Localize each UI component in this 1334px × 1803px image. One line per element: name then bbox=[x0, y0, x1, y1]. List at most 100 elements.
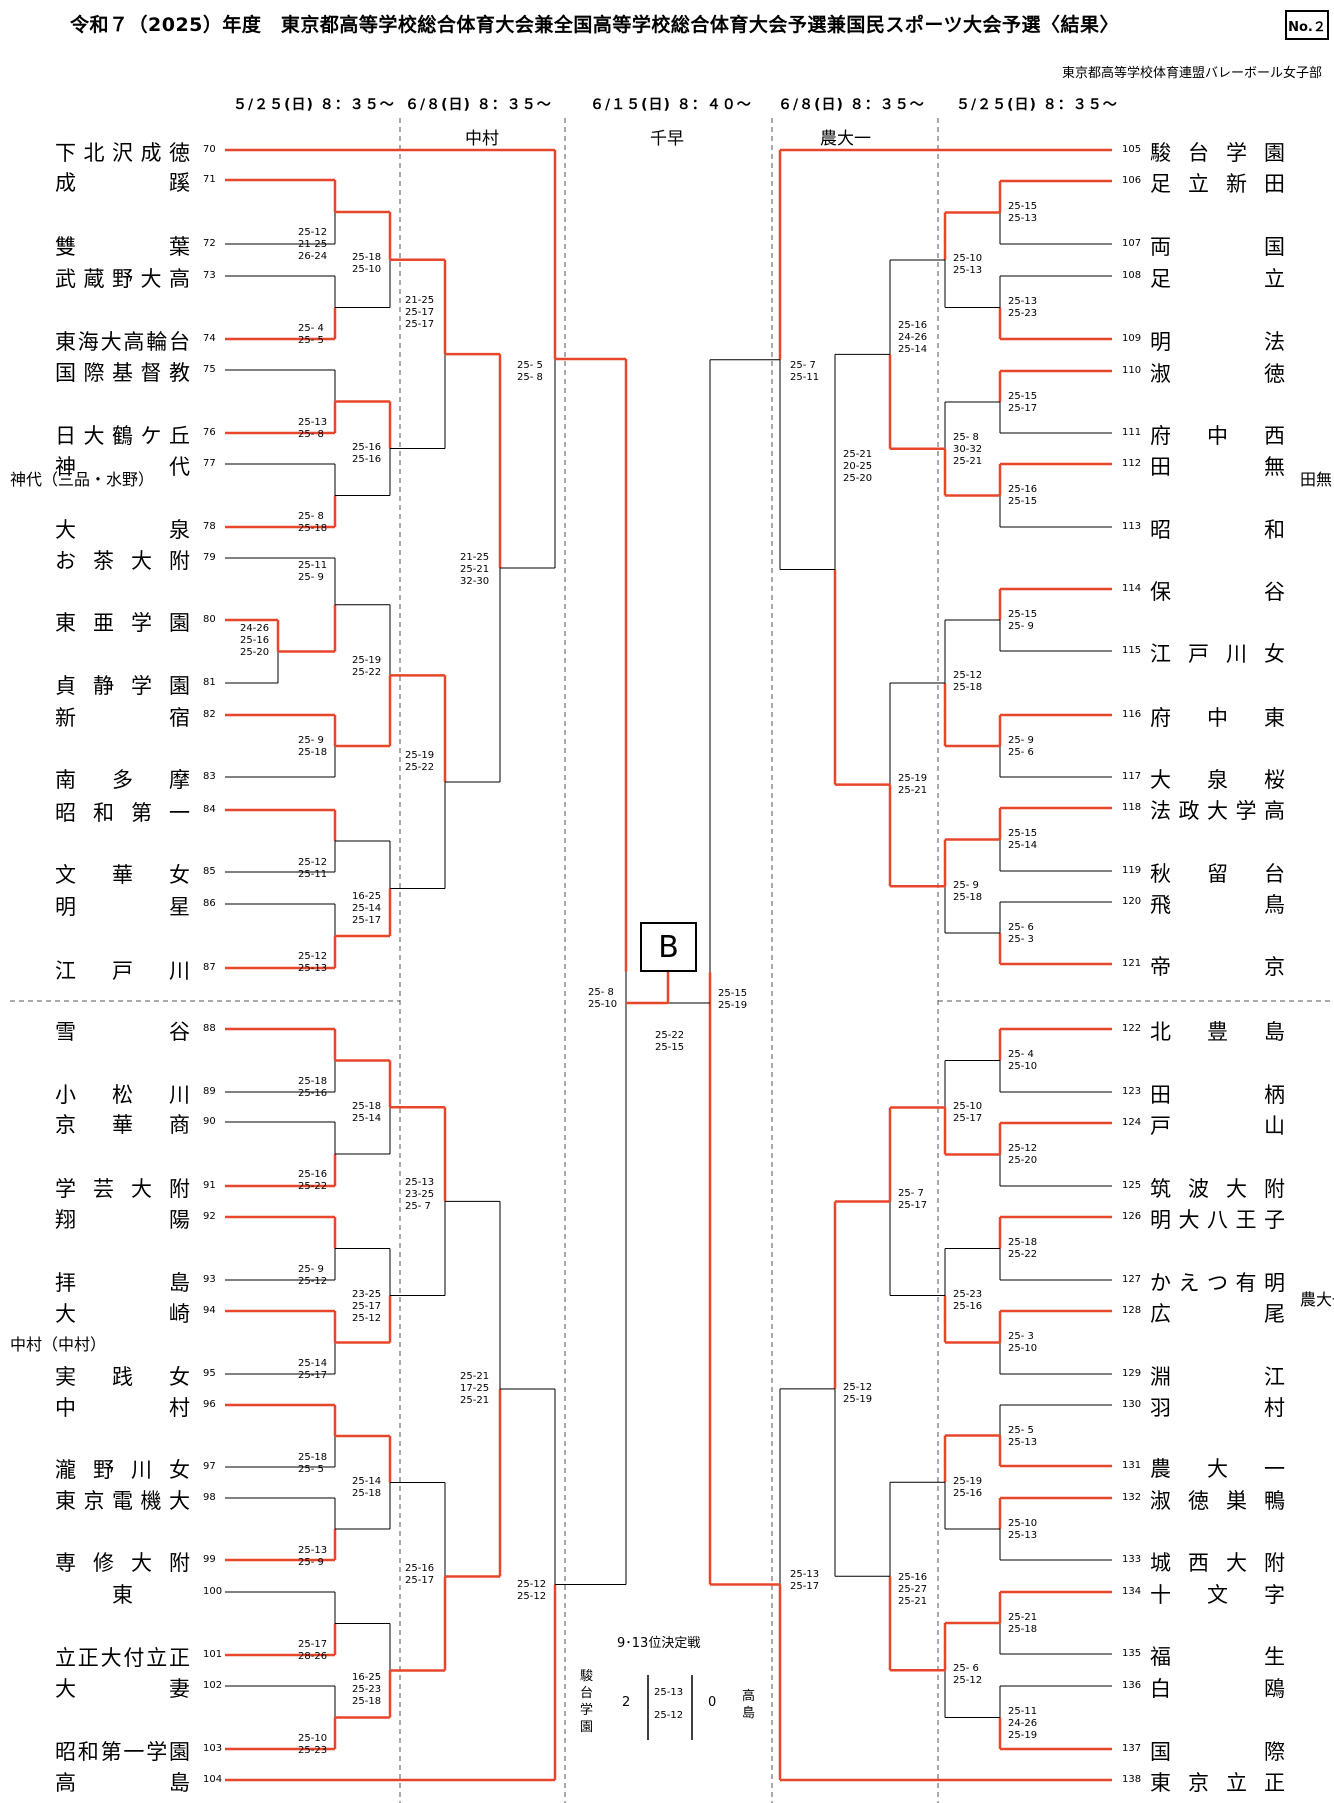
match-score: 25-19 bbox=[352, 654, 382, 666]
team-name-char: 昭 bbox=[55, 1740, 76, 1764]
team-name: かえつ有明 bbox=[1150, 1267, 1285, 1297]
team-name-char: 川 bbox=[169, 1083, 190, 1107]
team-name-char: 華 bbox=[112, 863, 133, 887]
match-score: 25-12 bbox=[517, 1578, 547, 1590]
team-name-char: 城 bbox=[1150, 1551, 1171, 1575]
team-name-char: 鴎 bbox=[1264, 1677, 1285, 1701]
match-score: 25-13 bbox=[298, 1545, 328, 1556]
match-score: 25-21 bbox=[1008, 1612, 1038, 1623]
team-name-char: 鴨 bbox=[1264, 1489, 1285, 1513]
team-name-char: 新 bbox=[1226, 172, 1247, 196]
team-name-char: 園 bbox=[168, 1740, 190, 1764]
team-name: 専修大附 bbox=[55, 1547, 190, 1577]
team-name-char: 輪 bbox=[146, 330, 168, 354]
match-score: 25-16 bbox=[898, 320, 928, 331]
team-name-char: 女 bbox=[1264, 642, 1285, 666]
match-score: 25-18 bbox=[352, 1100, 382, 1112]
team-number: 121 bbox=[1122, 958, 1142, 969]
team-name-char: 大 bbox=[83, 424, 105, 448]
team-name-char: 大 bbox=[100, 330, 122, 354]
team-name-char: 広 bbox=[1150, 1302, 1171, 1326]
team-name-char: 学 bbox=[131, 611, 152, 635]
team-name-char: 西 bbox=[1188, 1551, 1209, 1575]
team-name: 雙葉 bbox=[55, 231, 190, 261]
team-name-char: 府 bbox=[1150, 424, 1171, 448]
team-name-char: か bbox=[1150, 1271, 1171, 1295]
team-name-char: 附 bbox=[1264, 1551, 1285, 1575]
team-name: 足立新田 bbox=[1150, 168, 1285, 198]
match-score: 25-21 bbox=[898, 1596, 928, 1608]
team-number: 90 bbox=[203, 1116, 216, 1127]
team-name: 大妻 bbox=[55, 1673, 190, 1703]
team-name-char: 子 bbox=[1264, 1208, 1285, 1232]
team-name: 法政大学高 bbox=[1150, 795, 1285, 825]
team-name-char: 国 bbox=[55, 361, 76, 385]
team-name-char: 淵 bbox=[1150, 1365, 1171, 1389]
match-score: 25-23 bbox=[953, 1288, 983, 1300]
match-score: 25-16 bbox=[240, 635, 270, 646]
match-score: 25- 9 bbox=[298, 572, 324, 583]
match-score: 25-14 bbox=[352, 1476, 382, 1487]
team-name-char: 高 bbox=[169, 267, 190, 291]
playoff-title: 9･13位決定戦 bbox=[617, 1636, 701, 1651]
team-name-char: 海 bbox=[77, 330, 99, 354]
team-name-char: 蹊 bbox=[169, 171, 190, 195]
team-name: 明大八王子 bbox=[1150, 1204, 1285, 1234]
team-number: 113 bbox=[1122, 521, 1142, 532]
team-name: 下北沢成徳 bbox=[55, 137, 190, 167]
team-number: 112 bbox=[1122, 458, 1142, 469]
match-score: 25-17 bbox=[898, 1199, 928, 1211]
match-score: 25-18 bbox=[298, 747, 328, 758]
team-number: 81 bbox=[203, 677, 216, 688]
team-name-char: 台 bbox=[168, 330, 190, 354]
team-name-char: 督 bbox=[140, 361, 162, 385]
team-name-char: 中 bbox=[1207, 706, 1228, 730]
team-number: 85 bbox=[203, 866, 216, 877]
team-name: 国際基督教 bbox=[55, 357, 190, 387]
match-score: 25- 7 bbox=[898, 1187, 924, 1199]
match-score: 25-16 bbox=[352, 453, 382, 465]
team-name: 福生 bbox=[1150, 1641, 1285, 1671]
team-name-char: 園 bbox=[169, 674, 190, 698]
team-name-char: 和 bbox=[1264, 518, 1285, 542]
team-name-char: 大 bbox=[55, 518, 76, 542]
team-name-char: 新 bbox=[55, 706, 76, 730]
team-name-char: 田 bbox=[1150, 455, 1171, 479]
match-score: 25- 9 bbox=[1008, 735, 1034, 746]
team-name-char: 神 bbox=[55, 455, 76, 479]
team-name-char: 東 bbox=[112, 1583, 133, 1607]
team-name: 翔陽 bbox=[55, 1204, 190, 1234]
match-score: 21-25 bbox=[460, 552, 490, 564]
team-number: 95 bbox=[203, 1368, 216, 1379]
team-name-char: 柄 bbox=[1264, 1083, 1285, 1107]
team-number: 76 bbox=[203, 427, 216, 438]
right-block-1-label: 田無（大西（毅）） bbox=[1300, 470, 1334, 489]
team-number: 94 bbox=[203, 1305, 216, 1316]
team-number: 108 bbox=[1122, 270, 1142, 281]
team-name: 広尾 bbox=[1150, 1298, 1285, 1328]
team-name-char: 学 bbox=[1226, 141, 1247, 165]
team-name-char: 大 bbox=[131, 1177, 152, 1201]
team-name-char: 丘 bbox=[169, 424, 190, 448]
team-name-char: 国 bbox=[1264, 235, 1285, 259]
team-name: 立正大付立正 bbox=[55, 1642, 190, 1672]
team-name: 駿台学園 bbox=[1150, 137, 1285, 167]
team-name-char: 江 bbox=[1264, 1365, 1285, 1389]
team-name-char: 陽 bbox=[169, 1208, 190, 1232]
team-name: 京華商 bbox=[55, 1109, 190, 1139]
match-score: 25-13 bbox=[298, 963, 328, 974]
match-score: 25-18 bbox=[298, 1452, 328, 1463]
match-score: 25-21 bbox=[898, 785, 928, 796]
match-score: 25-10 bbox=[588, 999, 618, 1011]
team-name-char: 学 bbox=[131, 674, 152, 698]
team-name-char: 島 bbox=[1264, 1020, 1285, 1044]
team-name-char: 東 bbox=[55, 611, 76, 635]
team-name-char: 字 bbox=[1264, 1583, 1285, 1607]
team-name-char: 華 bbox=[112, 1113, 133, 1137]
team-name-char: 京 bbox=[1264, 955, 1285, 979]
match-score: 25-22 bbox=[298, 1181, 328, 1192]
team-number: 126 bbox=[1122, 1211, 1142, 1222]
team-number: 86 bbox=[203, 898, 216, 909]
match-score: 25-23 bbox=[298, 1745, 328, 1756]
team-number: 106 bbox=[1122, 175, 1142, 186]
